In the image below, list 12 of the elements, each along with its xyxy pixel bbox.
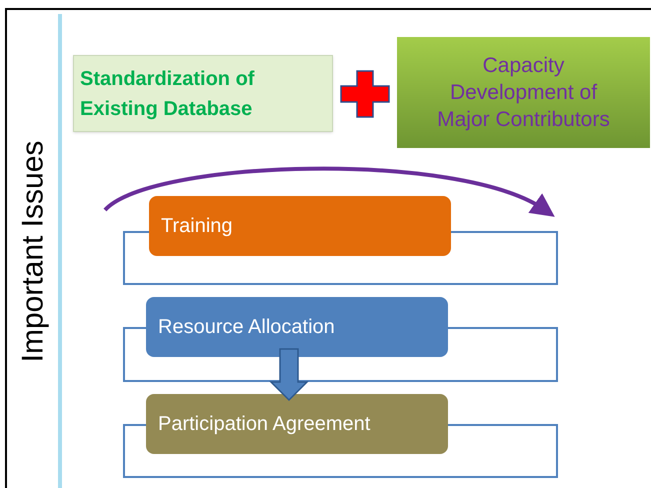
block-arrow [269,348,309,402]
box-label: Standardization of Existing Database [80,66,256,122]
step-box [146,297,448,357]
step-box [149,196,451,256]
vertical-title: Important Issues [15,140,50,362]
box-label: Training [161,214,233,239]
process-box [73,55,333,132]
step-box [146,394,448,454]
box-label: Resource Allocation [158,315,335,340]
box-label: Capacity Development of Major Contributors [436,52,611,134]
box-label: Participation Agreement [158,412,370,437]
process-box [397,37,650,148]
